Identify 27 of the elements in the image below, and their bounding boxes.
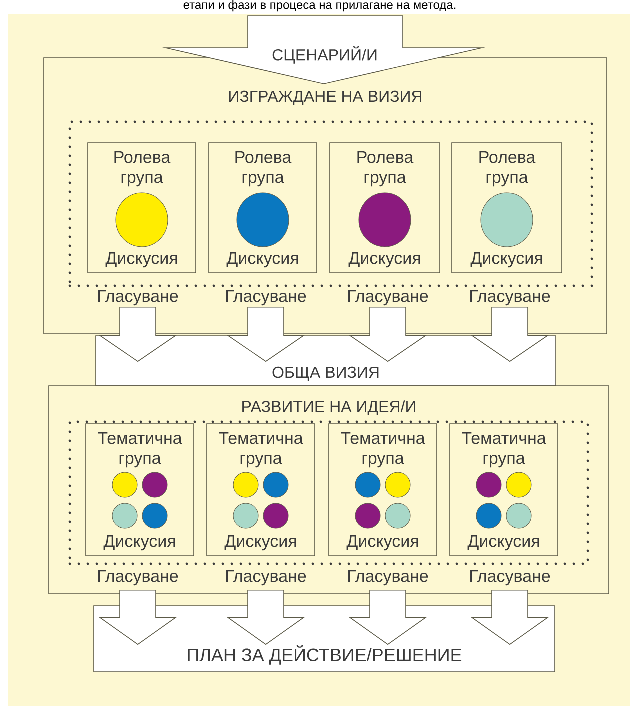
group-box: Тематична група Дискусия: [206, 424, 316, 556]
edge-label: Гласуване: [468, 569, 552, 587]
group-box: Ролева група Дискусия: [330, 142, 440, 274]
block-arrow: [98, 307, 178, 362]
block-arrow: [226, 590, 306, 646]
edge-label: Гласуване: [224, 569, 308, 587]
edge-label: Гласуване: [468, 289, 552, 307]
caption-text: етапи и фази в процеса на прилагане на метода.: [184, 0, 456, 12]
block-arrow: [470, 590, 550, 646]
block-arrow: [226, 307, 306, 362]
edge-label: Гласуване: [96, 289, 180, 307]
group-box: Тематична група Дискусия: [86, 424, 194, 556]
group-box: Тематична група Дискусия: [450, 424, 558, 556]
edge-label: Гласуване: [346, 569, 430, 587]
group-box: Ролева група Дискусия: [208, 142, 318, 274]
block-arrow: [348, 307, 428, 362]
block-arrow: [470, 307, 550, 362]
edge-label: Гласуване: [96, 569, 180, 587]
edge-label: Гласуване: [346, 289, 430, 307]
group-box: Ролева група Дискусия: [88, 142, 196, 274]
group-box: Ролева група Дискусия: [452, 142, 562, 274]
edge-label: Гласуване: [224, 289, 308, 307]
block-arrow: [348, 590, 428, 646]
dotted-frame: [68, 120, 594, 288]
block-arrow: [98, 590, 178, 646]
group-box: Тематична група Дискусия: [328, 424, 438, 556]
dotted-frame: [68, 420, 590, 566]
